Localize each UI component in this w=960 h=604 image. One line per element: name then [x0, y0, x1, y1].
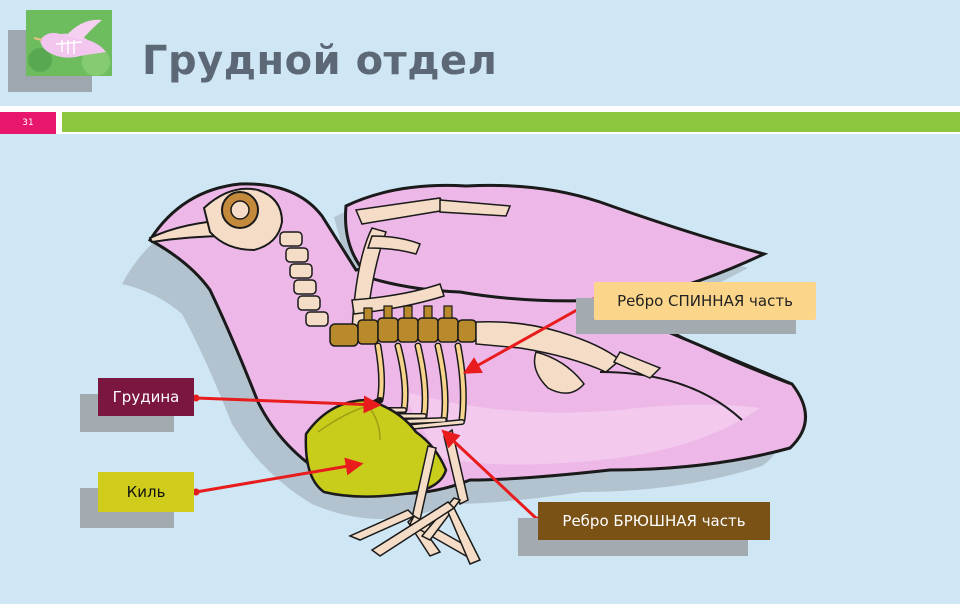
bird-skeleton-icon [26, 10, 112, 76]
slide-number: 31 [0, 112, 56, 134]
bird-skeleton-diagram: Ребро СПИННАЯ часть Грудина Киль Ребро Б… [0, 140, 960, 600]
label-ventral-rib: Ребро БРЮШНАЯ часть [538, 502, 770, 540]
label-dorsal-rib: Ребро СПИННАЯ часть [594, 282, 816, 320]
page-title: Грудной отдел [142, 38, 498, 84]
title-underline-bar [62, 112, 960, 132]
label-keel: Киль [98, 472, 194, 512]
bird-skeleton-illustration [122, 182, 807, 565]
label-sternum: Грудина [98, 378, 194, 416]
